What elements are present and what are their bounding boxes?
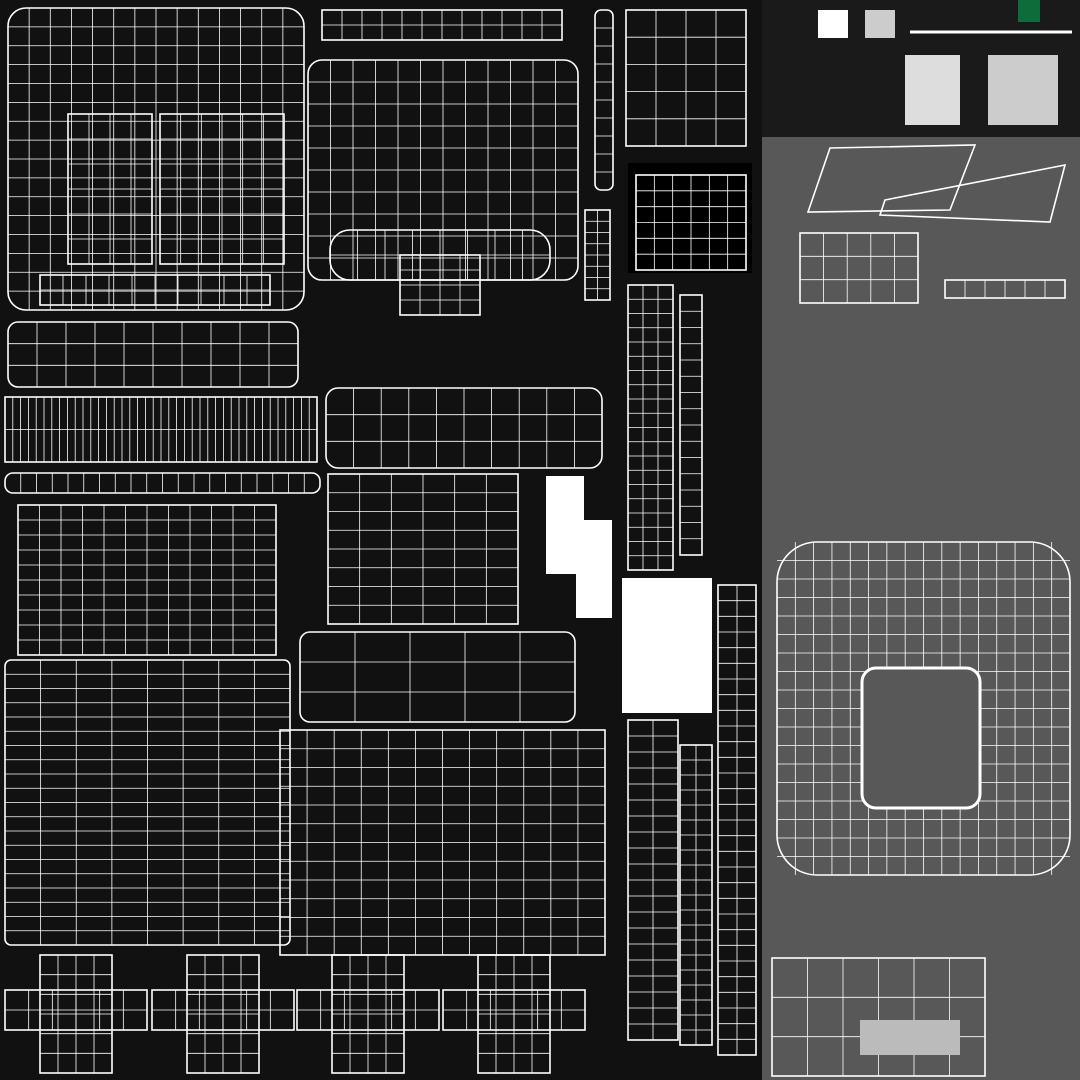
foot-cross-4	[442, 989, 586, 1031]
thin-right-island	[944, 279, 1066, 299]
top-strip-island	[321, 9, 563, 41]
front-inner-left-island	[67, 113, 153, 265]
side-strip-2-island	[584, 209, 611, 301]
front-bottom-island	[39, 274, 271, 306]
vertical-strip-island	[627, 284, 674, 571]
right-panel	[762, 0, 1080, 1080]
foot-cross-3	[296, 989, 440, 1031]
curved-island-1	[806, 144, 977, 213]
green-swatch	[1018, 0, 1040, 22]
tall-strip-2-island	[627, 719, 679, 1041]
lid-tab-island	[399, 254, 481, 316]
trapezoid-island	[799, 232, 919, 304]
body-side-island	[279, 729, 606, 956]
foot-cross-2	[151, 989, 295, 1031]
decal-block	[628, 163, 752, 273]
vertical-strip-2-island	[679, 294, 703, 556]
fan-island	[327, 473, 519, 625]
curved-island-2	[878, 163, 1067, 223]
label-panel-island	[17, 504, 277, 656]
tall-strip-island	[717, 584, 757, 1056]
cross-top-island	[625, 9, 747, 147]
front-inner-right-island	[159, 113, 285, 265]
tall-strip-3-island	[679, 744, 713, 1046]
front-panel-island	[7, 7, 305, 311]
#000	[622, 578, 712, 713]
thumb-3	[905, 55, 960, 125]
hook-piece-2	[576, 520, 612, 618]
tray-island	[299, 631, 576, 723]
barcode-label	[860, 1020, 960, 1055]
thumb-4	[988, 55, 1058, 125]
thumb-1	[818, 10, 848, 38]
thin-band-island	[4, 472, 321, 494]
lid-island	[307, 59, 579, 281]
band-island	[7, 321, 299, 388]
foot-cross-1	[4, 989, 148, 1031]
side-strip-island	[594, 9, 614, 191]
back-panel-island	[4, 659, 291, 946]
cushion-hole	[860, 666, 982, 810]
ribbed-band-island	[4, 396, 318, 463]
thumb-2	[865, 10, 895, 38]
left-background	[0, 0, 762, 1080]
decal-grid	[635, 174, 747, 271]
button-cluster-island	[627, 584, 709, 711]
rounded-panel-island	[325, 387, 603, 469]
